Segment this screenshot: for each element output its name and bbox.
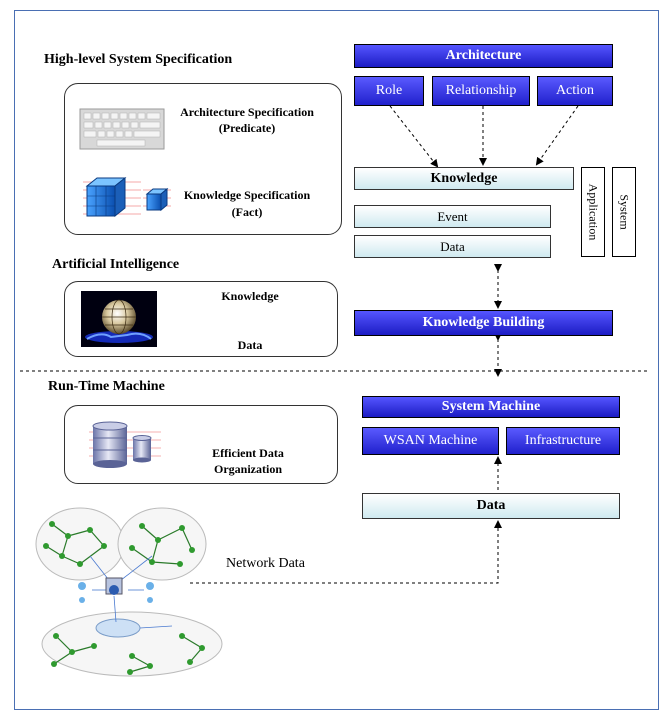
data-cube-icon xyxy=(83,176,171,218)
knowledge-building-box: Knowledge Building xyxy=(354,310,613,336)
fact-label: (Fact) xyxy=(231,205,263,219)
section-title-ai: Artificial Intelligence xyxy=(52,257,180,272)
sensor-network-illustration xyxy=(35,507,223,677)
role-box: Role xyxy=(354,76,424,106)
ai-knowledge-label: Knowledge xyxy=(221,289,279,303)
system-label: System xyxy=(617,194,632,230)
infrastructure-box: Infrastructure xyxy=(506,427,620,455)
knowledge-box: Knowledge xyxy=(354,167,574,190)
knowledge-spec-label: Knowledge Specification xyxy=(183,188,311,202)
architecture-spec-label: Architecture Specification xyxy=(180,105,314,119)
network-data-path xyxy=(190,520,502,584)
application-box: Application xyxy=(581,167,605,257)
system-box: System xyxy=(612,167,636,257)
wsan-machine-box: WSAN Machine xyxy=(362,427,499,455)
predicate-label: (Predicate) xyxy=(218,121,276,135)
globe-hand-icon xyxy=(81,291,157,347)
event-box: Event xyxy=(354,205,551,228)
keyboard-icon xyxy=(79,108,165,150)
data-box-top: Data xyxy=(354,235,551,258)
arrow-action-to-knowledge xyxy=(535,105,579,166)
database-icon xyxy=(89,421,161,468)
diagram-canvas: High-level System Specification Artifici… xyxy=(14,10,659,710)
arrow-role-to-knowledge xyxy=(389,105,439,168)
action-box: Action xyxy=(537,76,613,106)
application-label: Application xyxy=(586,183,601,241)
ai-panel: Knowledge Data xyxy=(64,281,338,357)
data-box-bottom: Data xyxy=(362,493,620,519)
specification-panel: Architecture Specification (Predicate) K… xyxy=(64,83,342,235)
relationship-box: Relationship xyxy=(432,76,530,106)
section-title-high-level: High-level System Specification xyxy=(44,52,233,67)
organization-label: Organization xyxy=(214,462,282,476)
architecture-box: Architecture xyxy=(354,44,613,68)
network-data-label: Network Data xyxy=(226,556,305,571)
ai-data-label: Data xyxy=(237,338,263,352)
section-title-runtime: Run-Time Machine xyxy=(48,379,165,394)
efficient-data-label: Efficient Data xyxy=(212,446,284,460)
runtime-panel: Efficient Data Organization xyxy=(64,405,338,484)
system-machine-box: System Machine xyxy=(362,396,620,418)
